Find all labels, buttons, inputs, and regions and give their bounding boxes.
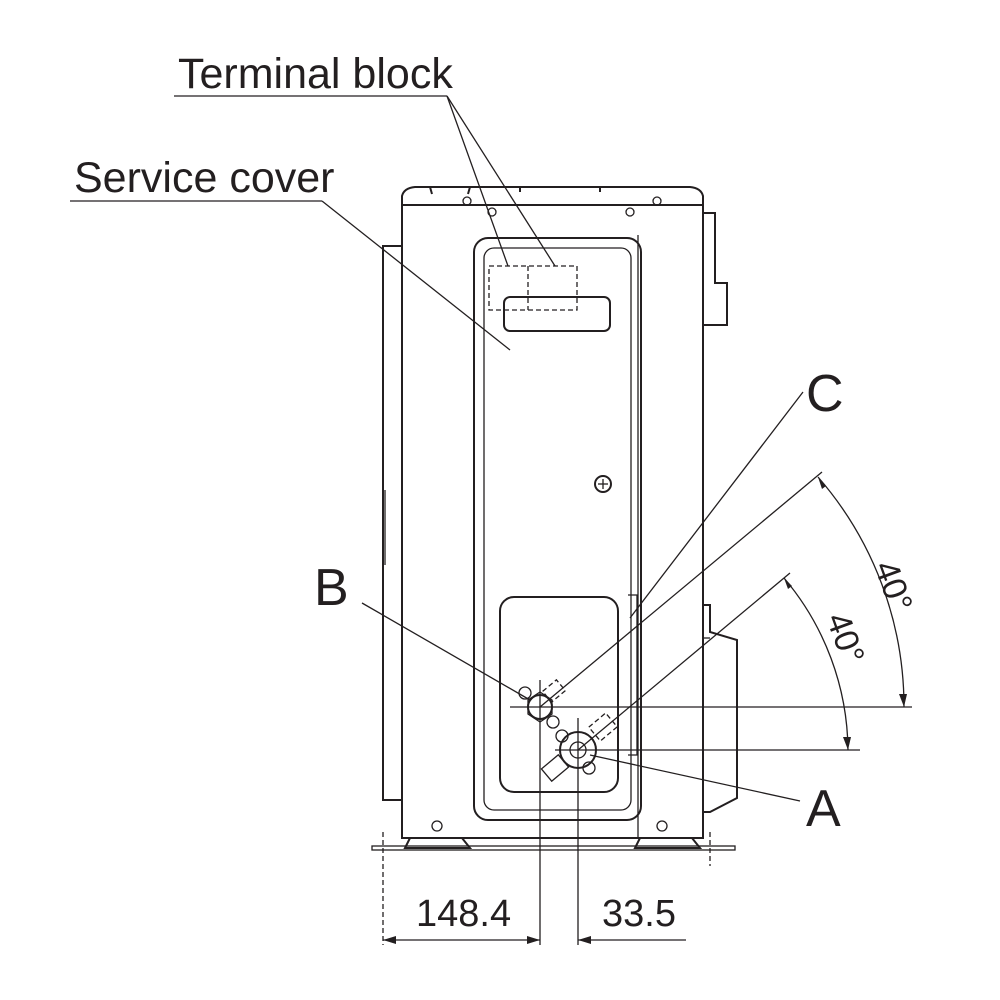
angle-upper-label: 40° [866,556,919,617]
leader-lines [70,95,804,802]
unit-body [371,186,738,945]
service-cover-label: Service cover [74,154,334,202]
dimension-33-5: 33.5 [602,893,676,935]
angle-construction-lines [510,471,912,945]
label-a: A [806,780,841,838]
angle-lower-label: 40° [818,608,871,669]
terminal-block-label: Terminal block [178,50,453,98]
valve-a [540,712,619,783]
cover-screw [594,475,612,493]
label-c: C [806,365,844,423]
valve-b [518,678,567,729]
label-b: B [314,559,349,617]
dimension-148-4: 148.4 [416,893,511,935]
dimension-lines [383,936,686,944]
